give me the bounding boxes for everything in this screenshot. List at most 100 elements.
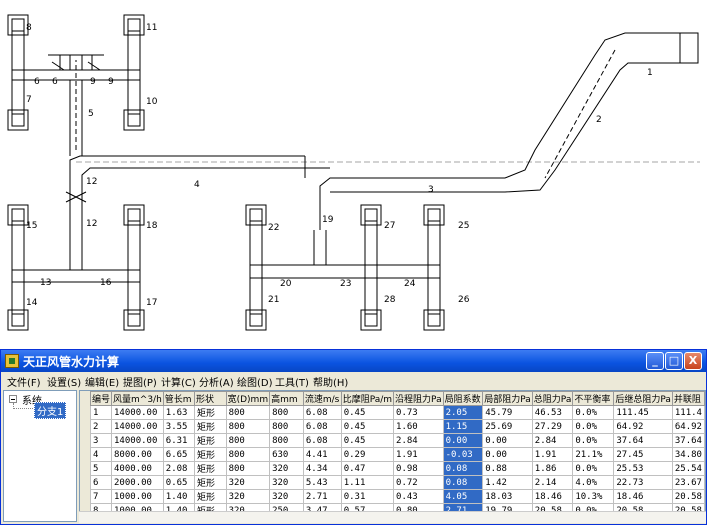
table-cell[interactable]: 4.41 <box>302 447 342 462</box>
column-header[interactable]: 形状 <box>194 391 227 406</box>
table-cell[interactable]: 37.64 <box>671 433 705 448</box>
table-cell[interactable]: -0.03 <box>442 447 484 462</box>
table-cell[interactable]: 6.08 <box>302 433 342 448</box>
table-cell[interactable]: 320 <box>269 489 304 504</box>
table-cell[interactable]: 64.92 <box>671 419 705 434</box>
table-cell[interactable]: 6.65 <box>162 447 196 462</box>
table-cell[interactable]: 1.60 <box>393 419 444 434</box>
column-header[interactable]: 管长m <box>162 391 196 406</box>
column-header[interactable]: 局部阻力Pa <box>482 391 533 406</box>
minimize-button[interactable]: _ <box>646 352 664 370</box>
column-header[interactable]: 总阻力Pa <box>531 391 574 406</box>
table-cell[interactable]: 矩形 <box>194 419 227 434</box>
table-cell[interactable]: 18.46 <box>531 489 574 504</box>
table-cell[interactable]: 2000.00 <box>111 475 164 490</box>
table-cell[interactable]: 111.4 <box>671 405 705 420</box>
table-cell[interactable]: 14000.00 <box>111 419 164 434</box>
table-cell[interactable]: 320 <box>225 489 271 504</box>
table-cell[interactable]: 800 <box>269 419 304 434</box>
table-cell[interactable]: 矩形 <box>194 405 227 420</box>
table-cell[interactable]: 0.29 <box>340 447 395 462</box>
table-cell[interactable]: 4.0% <box>572 475 615 490</box>
table-cell[interactable]: 3 <box>89 433 113 448</box>
table-cell[interactable]: 5.43 <box>302 475 342 490</box>
table-cell[interactable]: 45.79 <box>482 405 533 420</box>
table-cell[interactable]: 矩形 <box>194 489 227 504</box>
table-cell[interactable]: 矩形 <box>194 461 227 476</box>
table-cell[interactable]: 20.58 <box>671 489 705 504</box>
table-cell[interactable]: 2.84 <box>393 433 444 448</box>
table-cell[interactable]: 矩形 <box>194 447 227 462</box>
table-cell[interactable]: 46.53 <box>531 405 574 420</box>
table-cell[interactable]: 2 <box>89 419 113 434</box>
table-cell[interactable]: 2.08 <box>162 461 196 476</box>
tree-node-system[interactable]: 系统 <box>22 396 42 407</box>
column-header[interactable]: 风量m^3/h <box>111 391 164 406</box>
table-cell[interactable]: 6.08 <box>302 405 342 420</box>
table-cell[interactable]: 320 <box>269 475 304 490</box>
table-cell[interactable]: 1.91 <box>393 447 444 462</box>
table-cell[interactable]: 1.42 <box>482 475 533 490</box>
table-cell[interactable]: 0.45 <box>340 419 395 434</box>
table-cell[interactable]: 0.31 <box>340 489 395 504</box>
table-cell[interactable]: 4000.00 <box>111 461 164 476</box>
table-cell[interactable]: 6.31 <box>162 433 196 448</box>
table-cell[interactable]: 800 <box>269 433 304 448</box>
table-cell[interactable]: 7 <box>89 489 113 504</box>
table-cell[interactable]: 1.91 <box>531 447 574 462</box>
table-cell[interactable]: 22.73 <box>613 475 673 490</box>
table-cell[interactable]: 1000.00 <box>111 489 164 504</box>
table-cell[interactable]: 27.29 <box>531 419 574 434</box>
column-header[interactable]: 编号 <box>89 391 113 406</box>
column-header[interactable]: 并联阻 <box>671 391 705 406</box>
column-header[interactable]: 局阻系数 <box>442 391 484 406</box>
table-cell[interactable]: 25.69 <box>482 419 533 434</box>
table-cell[interactable]: 0.73 <box>393 405 444 420</box>
table-cell[interactable]: 320 <box>269 461 304 476</box>
table-cell[interactable]: 1.40 <box>162 489 196 504</box>
column-header[interactable]: 高mm <box>269 391 304 406</box>
menu-extract[interactable]: 提图(P) <box>123 378 157 389</box>
horizontal-scrollbar[interactable] <box>79 511 706 523</box>
table-cell[interactable]: 8000.00 <box>111 447 164 462</box>
table-cell[interactable]: 矩形 <box>194 475 227 490</box>
table-cell[interactable]: 21.1% <box>572 447 615 462</box>
table-cell[interactable]: 34.80 <box>671 447 705 462</box>
table-cell[interactable]: 18.46 <box>613 489 673 504</box>
table-cell[interactable]: 25.54 <box>671 461 705 476</box>
table-cell[interactable]: 1.15 <box>442 419 484 434</box>
table-cell[interactable]: 14000.00 <box>111 405 164 420</box>
table-cell[interactable]: 2.84 <box>531 433 574 448</box>
table-cell[interactable]: 0.88 <box>482 461 533 476</box>
column-header[interactable]: 比摩阻Pa/m <box>340 391 395 406</box>
table-cell[interactable]: 0.0% <box>572 419 615 434</box>
table-cell[interactable]: 800 <box>225 447 271 462</box>
table-cell[interactable]: 800 <box>225 405 271 420</box>
menu-file[interactable]: 文件(F) <box>7 378 41 389</box>
table-cell[interactable]: 0.98 <box>393 461 444 476</box>
table-cell[interactable]: 111.45 <box>613 405 673 420</box>
table-cell[interactable]: 64.92 <box>613 419 673 434</box>
table-cell[interactable]: 4.34 <box>302 461 342 476</box>
menu-calc[interactable]: 计算(C) <box>161 378 196 389</box>
table-cell[interactable]: 1.86 <box>531 461 574 476</box>
table-cell[interactable]: 630 <box>269 447 304 462</box>
table-cell[interactable]: 4.05 <box>442 489 484 504</box>
table-cell[interactable]: 800 <box>225 461 271 476</box>
maximize-button[interactable]: □ <box>665 352 683 370</box>
table-cell[interactable]: 1 <box>89 405 113 420</box>
menu-edit[interactable]: 编辑(E) <box>85 378 120 389</box>
column-header[interactable]: 流速m/s <box>302 391 342 406</box>
table-cell[interactable]: 0.08 <box>442 475 484 490</box>
table-cell[interactable]: 0.00 <box>482 447 533 462</box>
table-cell[interactable]: 0.65 <box>162 475 196 490</box>
table-cell[interactable]: 3.55 <box>162 419 196 434</box>
table-cell[interactable]: 0.47 <box>340 461 395 476</box>
table-cell[interactable]: 800 <box>225 433 271 448</box>
menu-tools[interactable]: 工具(T) <box>275 378 309 389</box>
